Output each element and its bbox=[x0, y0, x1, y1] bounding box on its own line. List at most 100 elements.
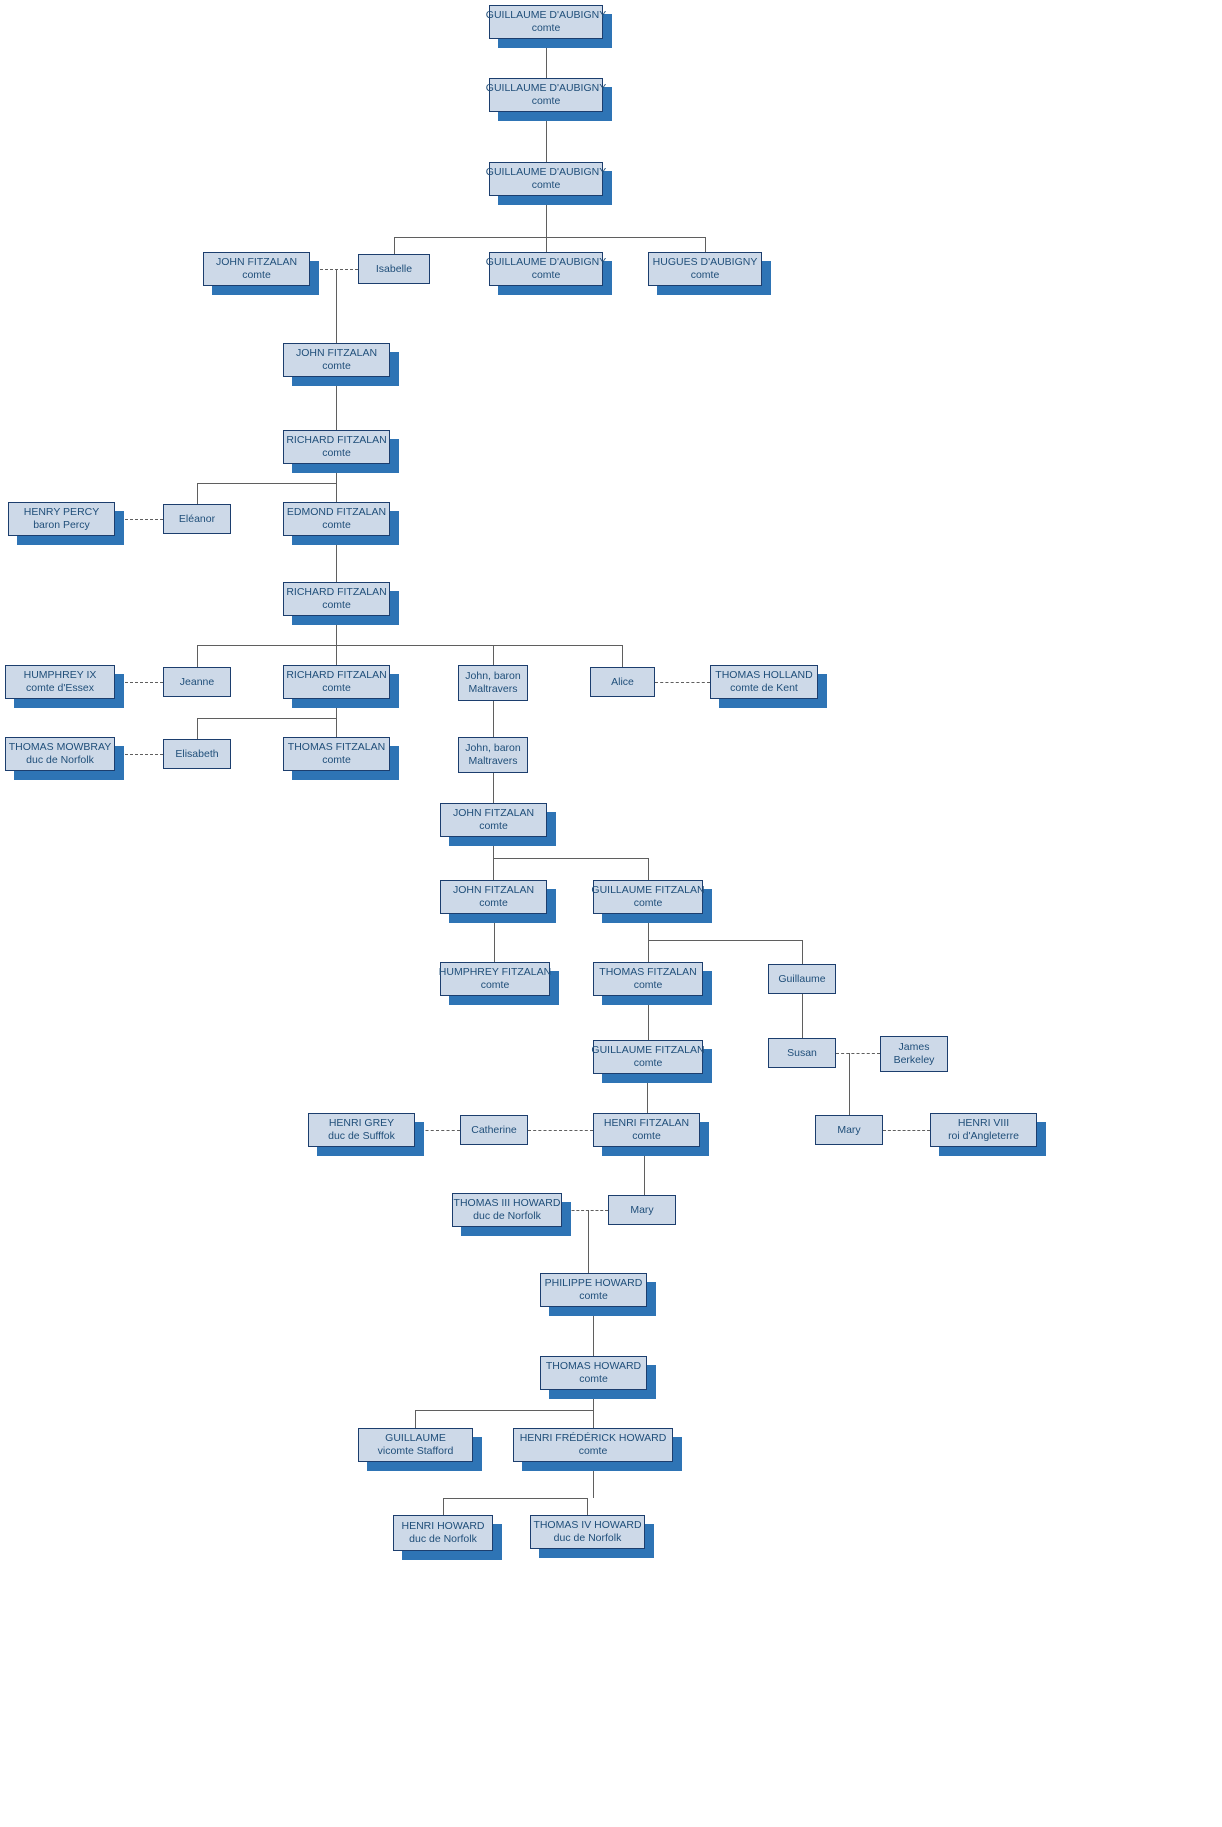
node-henri-grey: HENRI GREY duc de Sufffok bbox=[308, 1113, 415, 1147]
person-title: comte bbox=[322, 682, 351, 694]
descent-line bbox=[644, 1147, 645, 1195]
node-mary-howard: Mary bbox=[608, 1195, 676, 1225]
person-name: GUILLAUME FITZALAN bbox=[591, 884, 705, 896]
node-henri-viii: HENRI VIII roi d'Angleterre bbox=[930, 1113, 1037, 1147]
descent-line bbox=[197, 718, 336, 719]
node-guillaume-daubigny-3: GUILLAUME D'AUBIGNY comte bbox=[485, 162, 607, 196]
descent-line bbox=[336, 483, 337, 502]
node-guillaume-daubigny-2: GUILLAUME D'AUBIGNY comte bbox=[486, 78, 606, 112]
person-title: comte bbox=[322, 519, 351, 531]
descent-line bbox=[705, 237, 706, 252]
marriage-line bbox=[562, 1210, 608, 1211]
node-guillaume-stafford: GUILLAUME vicomte Stafford bbox=[358, 1428, 473, 1462]
person-name: HENRY PERCY bbox=[23, 506, 100, 518]
person-name: THOMAS HOWARD bbox=[545, 1360, 642, 1372]
node-guillaume-daubigny-4: GUILLAUME D'AUBIGNY comte bbox=[486, 252, 606, 286]
node-thomas-howard: THOMAS HOWARD comte bbox=[540, 1356, 647, 1390]
person-name: Mary bbox=[837, 1123, 861, 1136]
person-title: comte bbox=[480, 979, 510, 991]
person-name: Elisabeth bbox=[175, 747, 219, 760]
node-john-fitzalan-2: JOHN FITZALAN comte bbox=[283, 343, 390, 377]
node-mary-fitzalan: Mary bbox=[815, 1115, 883, 1145]
person-name: Mary bbox=[630, 1203, 654, 1216]
descent-line bbox=[648, 940, 649, 962]
person-name: Catherine bbox=[471, 1123, 517, 1136]
descent-line bbox=[197, 645, 622, 646]
descent-line bbox=[394, 237, 395, 254]
person-name: Guillaume bbox=[778, 972, 826, 985]
person-name: HENRI GREY bbox=[328, 1117, 395, 1129]
person-title: comte bbox=[531, 179, 561, 191]
person-name: GUILLAUME D'AUBIGNY bbox=[485, 9, 607, 21]
node-guillaume-fitzalan-1: GUILLAUME FITZALAN comte bbox=[591, 880, 705, 914]
person-name: JOHN FITZALAN bbox=[452, 807, 535, 819]
person-title: comte bbox=[633, 897, 663, 909]
descent-line bbox=[546, 196, 547, 237]
descent-line bbox=[443, 1498, 444, 1515]
node-humphrey-ix: HUMPHREY IX comte d'Essex bbox=[5, 665, 115, 699]
person-title: comte bbox=[578, 1445, 608, 1457]
node-john-fitzalan-4: JOHN FITZALAN comte bbox=[440, 880, 547, 914]
person-title: comte bbox=[322, 599, 351, 611]
descent-line bbox=[336, 718, 337, 737]
descent-line bbox=[546, 39, 547, 78]
descent-line bbox=[197, 483, 336, 484]
node-guillaume: Guillaume bbox=[768, 964, 836, 994]
descent-line bbox=[493, 701, 494, 737]
descent-line bbox=[648, 996, 649, 1040]
descent-line bbox=[593, 1410, 594, 1428]
person-name: HUMPHREY FITZALAN bbox=[438, 966, 552, 978]
marriage-line bbox=[415, 1130, 460, 1131]
descent-line bbox=[593, 1390, 594, 1410]
person-name: THOMAS HOLLAND bbox=[715, 669, 813, 681]
node-thomas-fitzalan-2: THOMAS FITZALAN comte bbox=[593, 962, 703, 996]
node-john-maltravers-2: John, baron Maltravers bbox=[458, 737, 528, 773]
descent-line bbox=[648, 914, 649, 940]
person-name: GUILLAUME FITZALAN bbox=[591, 1044, 705, 1056]
person-title: comte bbox=[633, 979, 663, 991]
node-guillaume-fitzalan-2: GUILLAUME FITZALAN comte bbox=[591, 1040, 705, 1074]
descent-line bbox=[197, 483, 198, 504]
node-catherine: Catherine bbox=[460, 1115, 528, 1145]
person-name: Susan bbox=[787, 1046, 817, 1059]
person-name: GUILLAUME D'AUBIGNY bbox=[485, 166, 607, 178]
descent-line bbox=[593, 1462, 594, 1498]
person-title: comte bbox=[242, 269, 271, 281]
descent-line bbox=[493, 645, 494, 665]
descent-line bbox=[443, 1498, 587, 1499]
descent-line bbox=[493, 858, 494, 880]
person-name: Eléanor bbox=[178, 512, 216, 525]
descent-line bbox=[336, 536, 337, 582]
person-name: John, baron bbox=[465, 670, 521, 682]
node-john-fitzalan-3: JOHN FITZALAN comte bbox=[440, 803, 547, 837]
node-thomas-iv-howard: THOMAS IV HOWARD duc de Norfolk bbox=[530, 1515, 645, 1549]
node-john-maltravers-1: John, baron Maltravers bbox=[458, 665, 528, 701]
descent-line bbox=[197, 718, 198, 739]
marriage-line bbox=[883, 1130, 930, 1131]
node-guillaume-daubigny-1: GUILLAUME D'AUBIGNY comte bbox=[485, 5, 607, 39]
node-henri-howard: HENRI HOWARD duc de Norfolk bbox=[393, 1515, 493, 1551]
person-title: duc de Norfolk bbox=[409, 1533, 477, 1545]
person-title: comte bbox=[531, 269, 561, 281]
person-title: comte bbox=[632, 1130, 661, 1142]
node-thomas-iii-howard: THOMAS III HOWARD duc de Norfolk bbox=[452, 1193, 562, 1227]
person-title: comte bbox=[322, 360, 351, 372]
person-name: THOMAS IV HOWARD bbox=[533, 1519, 642, 1531]
node-richard-fitzalan-2: RICHARD FITZALAN comte bbox=[283, 582, 390, 616]
descent-line bbox=[336, 616, 337, 645]
node-edmond-fitzalan: EDMOND FITZALAN comte bbox=[283, 502, 390, 536]
person-name: RICHARD FITZALAN bbox=[286, 586, 387, 598]
descent-line bbox=[336, 699, 337, 718]
descent-line bbox=[622, 645, 623, 667]
person-title: comte bbox=[579, 1290, 608, 1302]
descent-line bbox=[587, 1498, 588, 1515]
person-title: duc de Norfolk bbox=[26, 754, 94, 766]
person-title: comte bbox=[322, 447, 351, 459]
node-thomas-fitzalan-1: THOMAS FITZALAN comte bbox=[283, 737, 390, 771]
marriage-line bbox=[310, 269, 358, 270]
person-name: THOMAS FITZALAN bbox=[599, 966, 697, 978]
node-richard-fitzalan-1: RICHARD FITZALAN comte bbox=[283, 430, 390, 464]
person-title: duc de Norfolk bbox=[553, 1532, 622, 1544]
descent-line bbox=[493, 773, 494, 803]
